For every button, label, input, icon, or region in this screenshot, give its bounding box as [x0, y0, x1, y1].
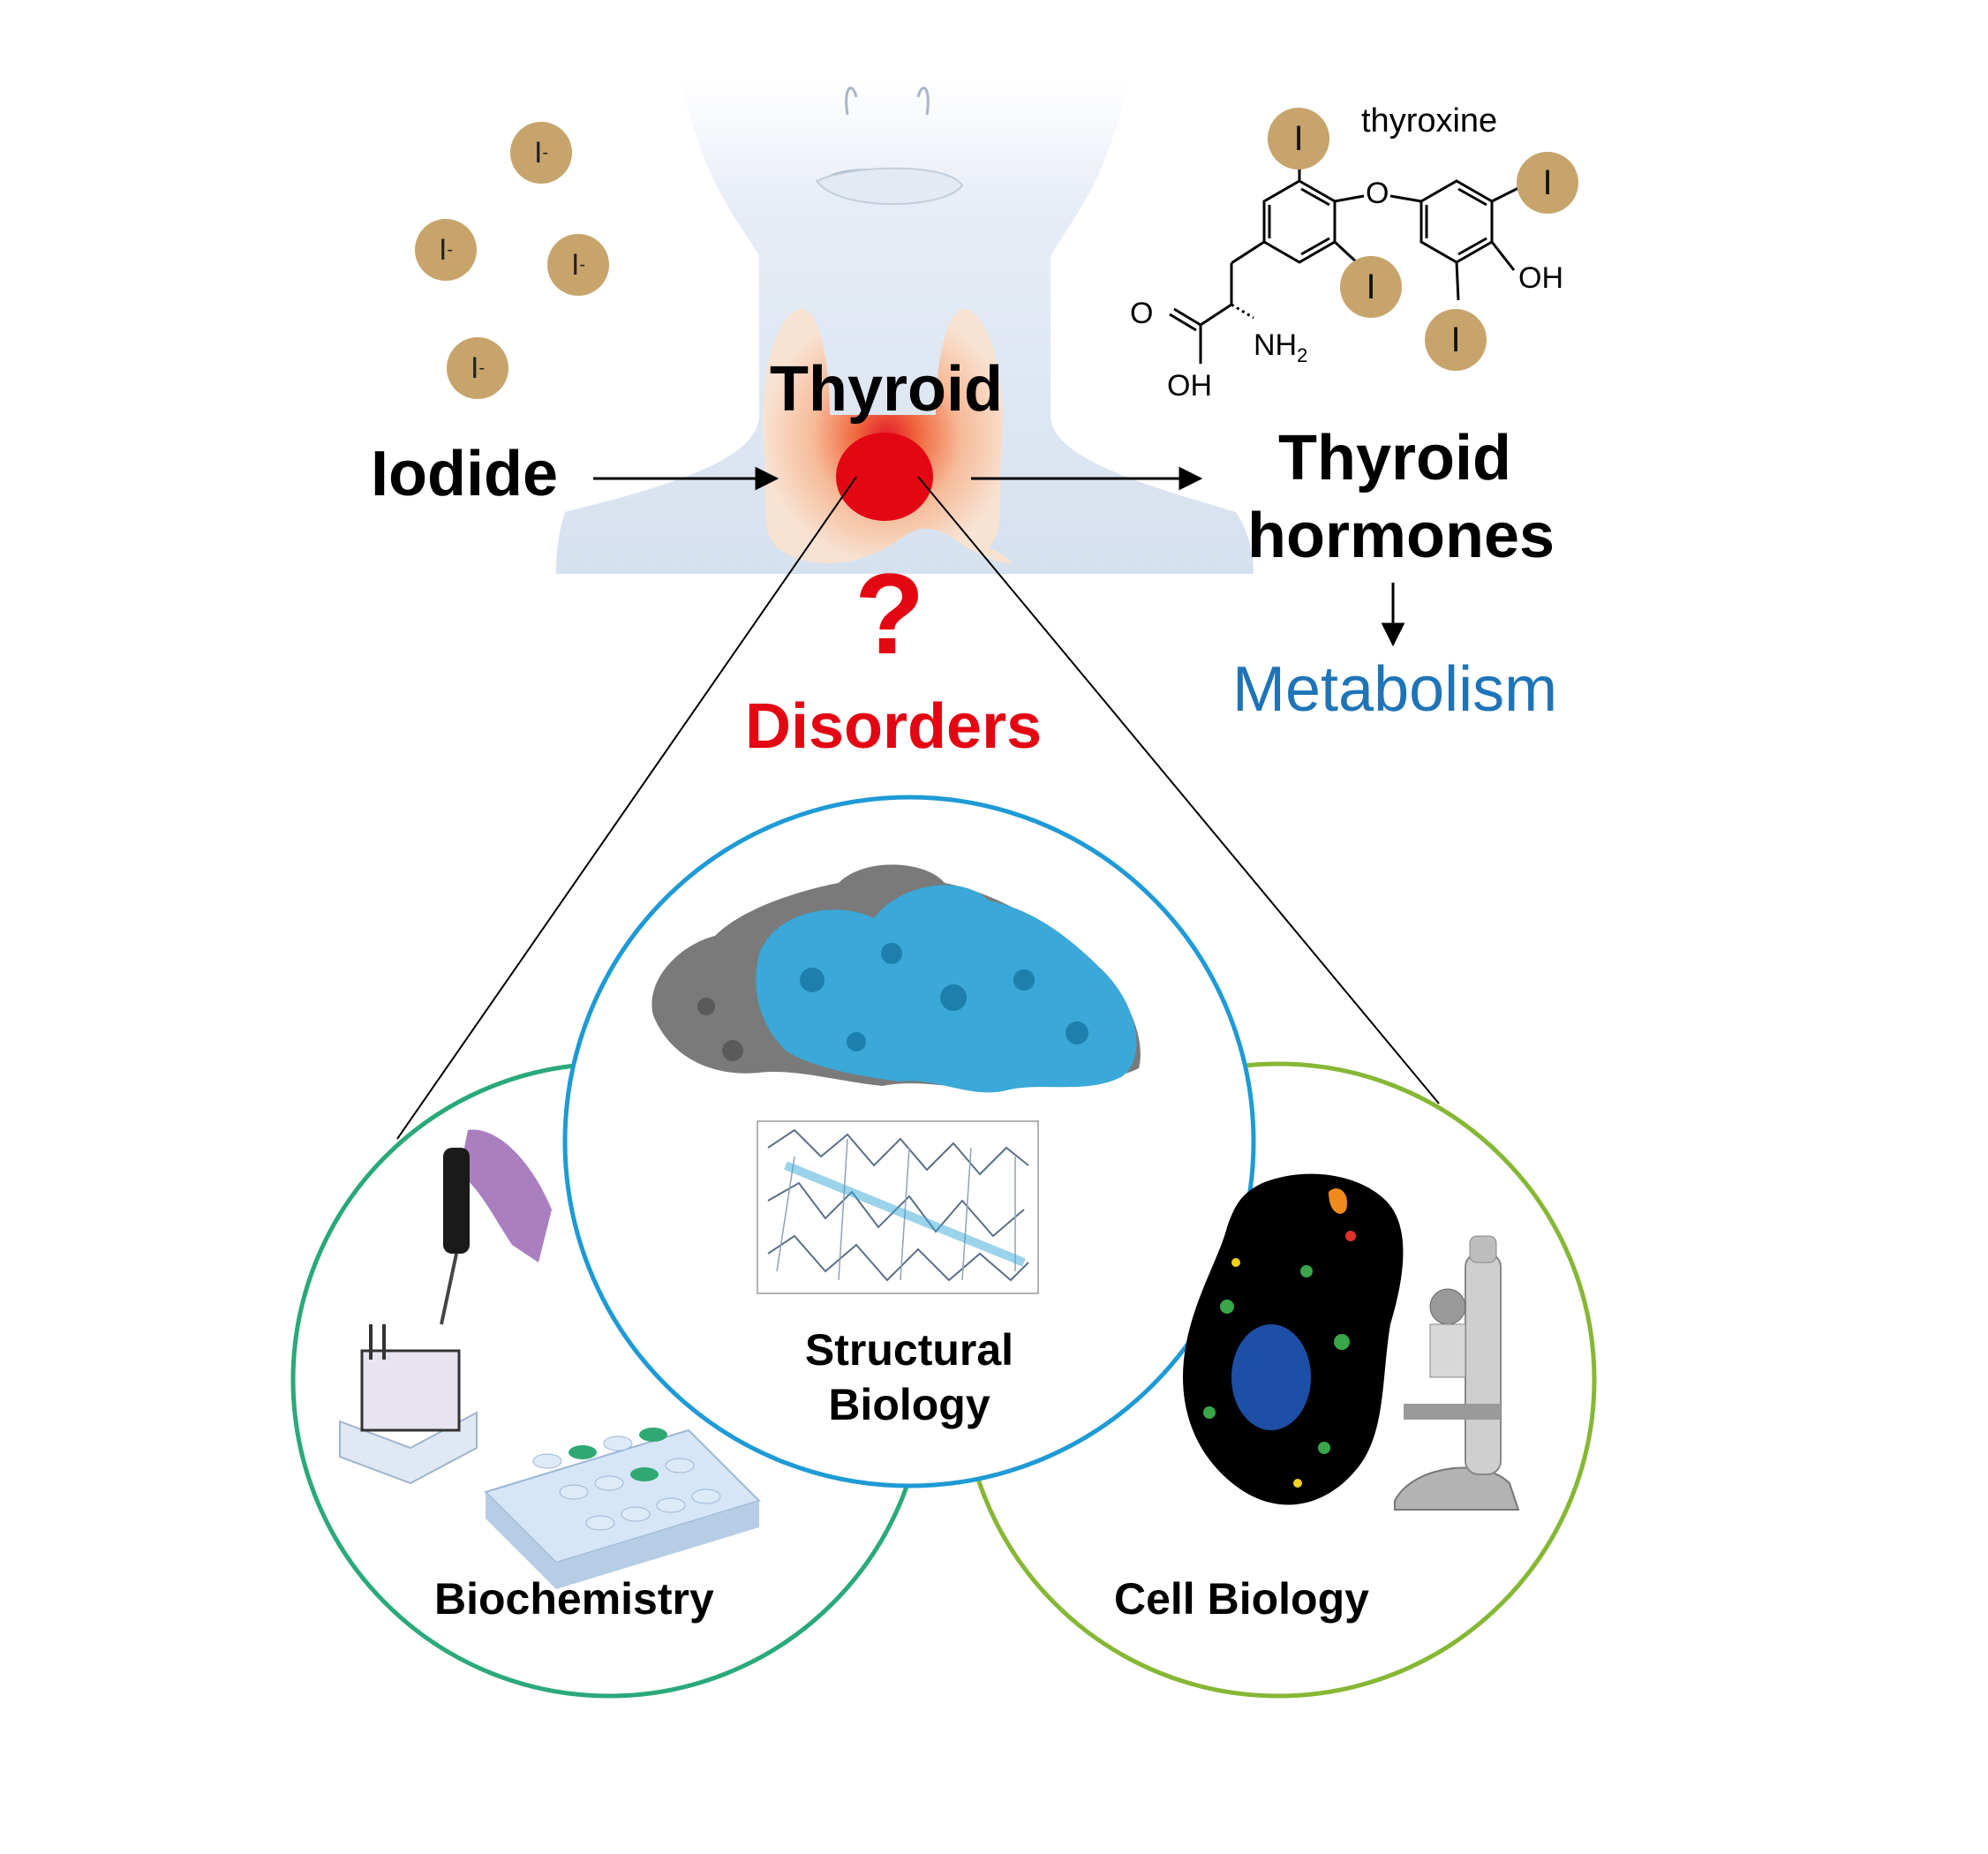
microscope-icon — [1394, 1235, 1520, 1511]
structural-biology-label-1: Structural — [804, 1325, 1014, 1375]
metabolism-label: Metabolism — [1232, 654, 1558, 725]
density-map-icon — [757, 1120, 1039, 1294]
hydroxyl-label: OH — [1518, 261, 1563, 295]
structural-biology-label-2: Biology — [828, 1380, 990, 1429]
iodine-atom: I — [1425, 309, 1487, 371]
iodide-label: Iodide — [371, 439, 558, 509]
iodide-ion-icon: I- — [447, 337, 508, 399]
cell-icon — [1183, 1173, 1404, 1505]
iodide-ion-icon: I- — [415, 219, 477, 281]
carbonyl-oxygen: O — [1130, 297, 1154, 330]
cell-biology-label: Cell Biology — [1114, 1574, 1369, 1624]
thyroid-hormones-line1: Thyroid — [1278, 423, 1511, 494]
well-plate-icon — [484, 1428, 761, 1589]
iodide-ion-icon: I- — [547, 234, 609, 296]
zoom-line-left — [396, 476, 857, 1140]
zoom-line-right — [917, 476, 1440, 1104]
acid-hydroxyl: OH — [1167, 369, 1212, 403]
ether-oxygen: O — [1366, 177, 1389, 210]
thyroid-label: Thyroid — [770, 354, 1003, 425]
iodine-atom: I — [1268, 108, 1329, 170]
question-mark: ? — [855, 549, 925, 678]
disorders-label: Disorders — [745, 691, 1043, 762]
pipette-icon — [440, 1129, 552, 1325]
iodine-atom: I — [1340, 256, 1402, 318]
neck-illustration — [556, 79, 1254, 574]
protein-structure-icon — [651, 864, 1141, 1093]
biochemistry-label: Biochemistry — [434, 1574, 714, 1624]
iodine-atom: I — [1517, 152, 1578, 214]
molecule-name: thyroxine — [1361, 102, 1498, 139]
amine-label: NH2 — [1254, 328, 1308, 366]
iodide-ion-icon: I- — [510, 122, 572, 184]
thyroid-hormones-line2: hormones — [1247, 501, 1555, 571]
thyroxine-structure — [1169, 154, 1521, 364]
electrophoresis-tank-icon — [339, 1324, 478, 1485]
thyroid-gland-icon — [763, 308, 1012, 564]
